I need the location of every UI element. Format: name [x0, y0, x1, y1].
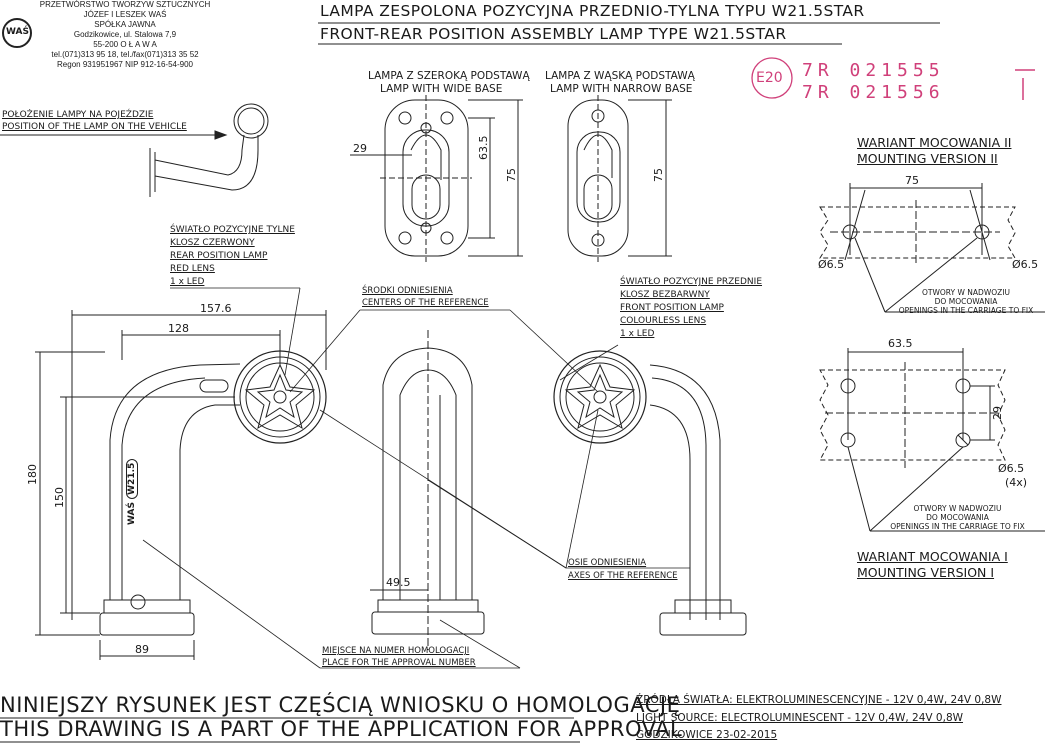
openings-note-1: OTWORY W NADWOZIU DO MOCOWANIA OPENINGS … [870, 504, 1045, 531]
mount1-en: MOUNTING VERSION I [857, 565, 995, 580]
dim-29: 29 [353, 142, 367, 155]
place-pl: MIEJSCE NA NUMER HOMOLOGACJI [322, 646, 470, 656]
dim-49-5: 49.5 [386, 576, 411, 589]
front-line: KLOSZ BEZBARWNY [620, 290, 710, 300]
openings-line: DO MOCOWANIA [926, 513, 989, 522]
dim-128: 128 [168, 322, 189, 335]
company-line: 55-200 O Ł A W A [93, 40, 157, 49]
openings-line: OPENINGS IN THE CARRIAGE TO FIX [898, 306, 1034, 315]
body-mark-text: WAŚ [127, 502, 137, 525]
openings-line: OTWORY W NADWOZIU [922, 288, 1010, 297]
body-type-badge: W21.5 [126, 458, 138, 499]
label-narrow-pl: LAMPA Z WĄSKĄ PODSTAWĄ [545, 70, 695, 82]
dim-m1-count: (4x) [1005, 476, 1028, 489]
title-pl: LAMPA ZESPOLONA POZYCYJNA PRZEDNIO-TYLNA… [320, 2, 865, 20]
rear-line: ŚWIATŁO POZYCYJNE TYLNE [170, 225, 295, 235]
right-side-view [553, 350, 747, 636]
dim-m1-63-5: 63.5 [888, 337, 913, 350]
company-line: SPÓŁKA JAWNA [94, 20, 156, 29]
front-line: COLOURLESS LENS [620, 316, 707, 326]
front-line: ŚWIATŁO POZYCYJNE PRZEDNIE [620, 277, 763, 287]
dim-180: 180 [26, 464, 39, 485]
centers-pl: ŚRODKI ODNIESIENIA [362, 286, 453, 296]
openings-note-2: OTWORY W NADWOZIU DO MOCOWANIA OPENINGS … [886, 288, 1046, 315]
dim-m1-29: 29 [991, 406, 1004, 420]
mount2-pl: WARIANT MOCOWANIA II [857, 135, 1012, 150]
place-en: PLACE FOR THE APPROVAL NUMBER [322, 658, 476, 668]
e-mark: E20 [756, 70, 783, 86]
label-narrow-en: LAMP WITH NARROW BASE [550, 83, 693, 95]
company-line: Regon 931951967 NIP 912-16-54-900 [57, 60, 193, 69]
mount2-en: MOUNTING VERSION II [857, 151, 998, 166]
light-source-pl: ŹRÓDŁA ŚWIATŁA: ELEKTROLUMINESCENCYJNE -… [636, 694, 1002, 706]
dim-89: 89 [135, 643, 149, 656]
openings-line: DO MOCOWANIA [934, 297, 998, 306]
openings-line: OPENINGS IN THE CARRIAGE TO FIX [890, 522, 1025, 531]
logo-text: WAŚ [6, 27, 29, 37]
label-wide-pl: LAMPA Z SZEROKĄ PODSTAWĄ [368, 70, 530, 82]
company-line: tel.(071)313 95 18, tel./fax(071)313 35 … [51, 50, 199, 59]
narrow-base-view [567, 95, 672, 262]
rear-line: REAR POSITION LAMP [170, 251, 268, 261]
mount1-pl: WARIANT MOCOWANIA I [857, 549, 1008, 564]
mount-version-2 [819, 183, 1045, 313]
approval-mark [751, 57, 793, 99]
rear-line: KLOSZ CZERWONY [170, 238, 255, 248]
front-line: FRONT POSITION LAMP [620, 303, 724, 313]
rear-lamp-label: ŚWIATŁO POZYCYJNE TYLNE KLOSZ CZERWONY R… [170, 224, 295, 289]
company-line: PRZETWÓRSTWO TWORZYW SZTUCZNYCH [39, 0, 211, 9]
dim-75-narrow: 75 [652, 168, 665, 182]
dim-150: 150 [53, 487, 66, 508]
mount-version-1 [819, 348, 1045, 532]
front-lamp-label: ŚWIATŁO POZYCYJNE PRZEDNIE KLOSZ BEZBARW… [620, 276, 762, 341]
logo-circle [2, 18, 32, 48]
red-marks [1015, 69, 1035, 100]
label-position-pl: POŁOŻENIE LAMPY NA POJEŹDZIE [2, 110, 154, 120]
footer-pl: NINIEJSZY RYSUNEK JEST CZĘŚCIĄ WNIOSKU O… [0, 693, 681, 717]
middle-front-view [370, 330, 485, 650]
dim-63-5: 63.5 [477, 135, 490, 161]
wide-base-view [350, 95, 523, 262]
rear-line: RED LENS [170, 264, 215, 274]
axes-en: AXES OF THE REFERENCE [568, 571, 678, 581]
left-side-view [35, 310, 327, 660]
centers-en: CENTERS OF THE REFERENCE [362, 298, 489, 308]
footer-en: THIS DRAWING IS A PART OF THE APPLICATIO… [0, 717, 683, 741]
label-wide-en: LAMP WITH WIDE BASE [380, 83, 503, 95]
dim-75-wide: 75 [505, 168, 518, 182]
dim-m2-75: 75 [905, 174, 919, 187]
company-line: JÓZEF I LESZEK WAŚ [83, 10, 167, 19]
rear-line: 1 x LED [170, 277, 205, 287]
front-line: 1 x LED [620, 329, 655, 339]
company-header: PRZETWÓRSTWO TWORZYW SZTUCZNYCH JÓZEF I … [30, 0, 220, 70]
vehicle-position-view [0, 103, 269, 197]
approval-number: 7R 021555 [802, 60, 945, 81]
dim-m2-phi-left: Ø6.5 [818, 258, 845, 271]
title-en: FRONT-REAR POSITION ASSEMBLY LAMP TYPE W… [320, 25, 787, 43]
axes-pl: OSIE ODNIESIENIA [568, 558, 647, 568]
dim-m1-phi: Ø6.5 [998, 462, 1025, 475]
label-position-en: POSITION OF THE LAMP ON THE VEHICLE [2, 122, 187, 132]
leader-lines [142, 287, 690, 669]
dim-157-6: 157.6 [200, 302, 232, 315]
openings-line: OTWORY W NADWOZIU [913, 504, 1002, 513]
dim-m2-phi-right: Ø6.5 [1012, 258, 1039, 271]
place-date: GODZIKOWICE 23-02-2015 [636, 729, 778, 741]
body-mark: WAŚ W21.5 [126, 458, 138, 525]
approval-number: 7R 021556 [802, 82, 945, 103]
light-source-en: LIGHT SOURCE: ELECTROLUMINESCENT - 12V 0… [636, 712, 964, 724]
company-line: Godzikowice, ul. Stalowa 7,9 [73, 30, 177, 39]
